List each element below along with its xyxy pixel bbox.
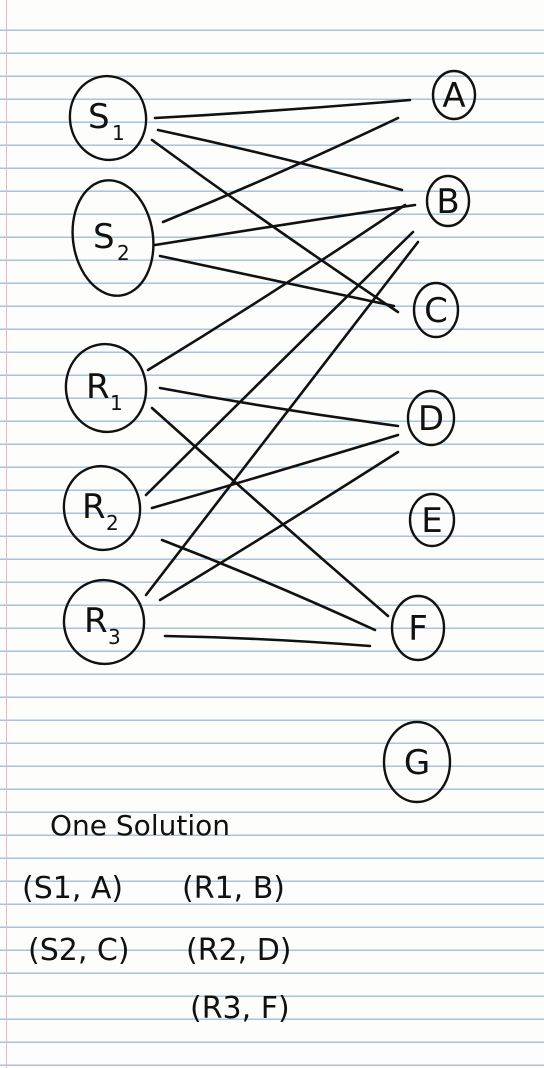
solution-pair: (S1, A) xyxy=(22,871,123,906)
node-circle xyxy=(390,594,446,662)
node-d: D xyxy=(406,389,456,447)
node-label: R xyxy=(82,487,106,527)
node-label: E xyxy=(421,501,442,541)
node-circle xyxy=(425,174,471,228)
node-subscript: 3 xyxy=(108,625,121,649)
edge-r2-b xyxy=(144,230,415,497)
edge-r2-f xyxy=(160,538,377,632)
edge-r1-f xyxy=(150,406,390,618)
node-g: G xyxy=(382,720,452,804)
node-e: E xyxy=(408,492,456,548)
edge-s2-c xyxy=(158,254,396,308)
edge-r1-d xyxy=(158,386,400,428)
node-circle xyxy=(62,464,142,552)
solution-pair: (R1, B) xyxy=(182,871,285,906)
solution-section: One Solution (S1, A) (R1, B) (S2, C) (R2… xyxy=(22,809,292,1026)
node-circle xyxy=(62,578,146,666)
edge-s2-b xyxy=(153,203,417,247)
node-f: F xyxy=(390,594,446,662)
node-circle xyxy=(382,720,452,804)
node-circle xyxy=(408,492,456,548)
node-label: F xyxy=(408,609,428,649)
node-subscript: 2 xyxy=(106,511,119,535)
solution-pair: (S2, C) xyxy=(28,933,130,968)
edge-r3-f xyxy=(163,634,372,648)
edge-r1-b xyxy=(146,203,407,372)
node-c: C xyxy=(412,281,460,339)
edge-r2-d xyxy=(150,433,400,510)
node-label: B xyxy=(436,182,459,222)
edge-r3-b xyxy=(144,240,420,597)
node-label: G xyxy=(404,743,430,783)
edge-s1-a xyxy=(153,98,412,120)
node-subscript: 1 xyxy=(110,391,123,415)
edge-r3-d xyxy=(158,450,400,602)
node-a: A xyxy=(431,69,477,121)
node-circle xyxy=(71,179,155,297)
node-circle xyxy=(64,342,148,434)
edges-layer xyxy=(144,98,420,648)
node-label: C xyxy=(424,291,448,331)
edge-s1-b xyxy=(156,128,404,192)
solution-pair: (R2, D) xyxy=(186,933,292,968)
solution-title: One Solution xyxy=(50,809,230,842)
node-circle xyxy=(68,74,148,162)
node-label: S xyxy=(93,217,115,257)
node-label: S xyxy=(88,97,110,137)
edge-s1-c xyxy=(150,138,400,314)
node-label: A xyxy=(442,76,465,116)
node-circle xyxy=(431,69,477,121)
node-b: B xyxy=(425,174,471,228)
node-label: R xyxy=(84,601,108,641)
node-circle xyxy=(406,389,456,447)
node-label: D xyxy=(418,399,444,439)
solution-pair: (R3, F) xyxy=(190,991,290,1026)
notebook-margin-line xyxy=(6,0,7,1068)
edge-s2-a xyxy=(161,116,400,224)
node-circle xyxy=(412,281,460,339)
node-subscript: 2 xyxy=(117,241,130,265)
node-subscript: 1 xyxy=(112,121,125,145)
node-label: R xyxy=(86,367,110,407)
